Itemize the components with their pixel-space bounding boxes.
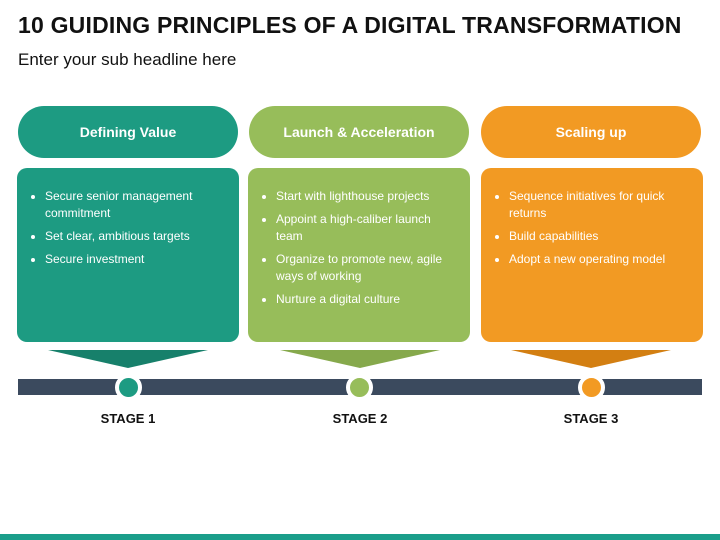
stage-3-header-label: Scaling up <box>555 124 627 140</box>
stage-1-header: Defining Value <box>18 106 238 158</box>
stage-3-list: Sequence initiatives for quick returns B… <box>493 188 693 268</box>
stage-2-list: Start with lighthouse projects Appoint a… <box>260 188 460 308</box>
list-item: Start with lighthouse projects <box>262 188 460 205</box>
list-item: Sequence initiatives for quick returns <box>495 188 693 222</box>
list-item: Secure investment <box>31 251 229 268</box>
list-item: Appoint a high-caliber launch team <box>262 211 460 245</box>
stage-2-label: STAGE 2 <box>332 411 388 426</box>
stage-3-header: Scaling up <box>481 106 701 158</box>
stage-2-marker <box>346 374 373 401</box>
stage-1-label: STAGE 1 <box>100 411 156 426</box>
stage-1-header-label: Defining Value <box>79 124 177 140</box>
stage-2-funnel <box>280 350 440 368</box>
page-subtitle: Enter your sub headline here <box>18 50 237 69</box>
list-item: Build capabilities <box>495 228 693 245</box>
stage-1-marker <box>115 374 142 401</box>
list-item: Adopt a new operating model <box>495 251 693 268</box>
stage-3-marker <box>578 374 605 401</box>
stage-2-header: Launch & Acceleration <box>249 106 469 158</box>
stage-2-header-label: Launch & Acceleration <box>283 124 435 140</box>
stage-2-card: Start with lighthouse projects Appoint a… <box>248 168 470 342</box>
page-title: 10 GUIDING PRINCIPLES OF A DIGITAL TRANS… <box>18 12 682 38</box>
stage-1-funnel <box>48 350 208 368</box>
list-item: Set clear, ambitious targets <box>31 228 229 245</box>
list-item: Organize to promote new, agile ways of w… <box>262 251 460 285</box>
stage-3-funnel <box>511 350 671 368</box>
list-item: Secure senior management commitment <box>31 188 229 222</box>
stage-3-card: Sequence initiatives for quick returns B… <box>481 168 703 342</box>
stage-3-label: STAGE 3 <box>563 411 619 426</box>
stage-1-list: Secure senior management commitment Set … <box>29 188 229 268</box>
bottom-accent-bar <box>0 534 720 540</box>
stage-1-card: Secure senior management commitment Set … <box>17 168 239 342</box>
list-item: Nurture a digital culture <box>262 291 460 308</box>
